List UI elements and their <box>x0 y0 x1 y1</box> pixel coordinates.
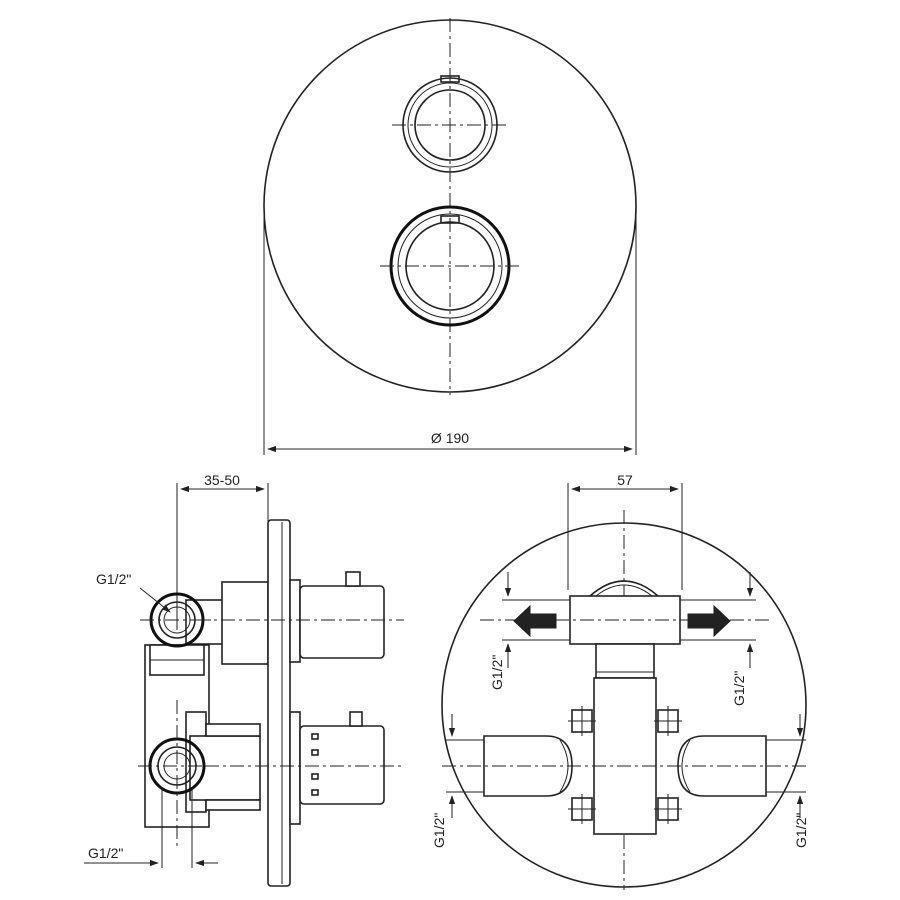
thread-label-outlet-left: G1/2" <box>489 655 505 690</box>
thread-label-inlet-right: G1/2" <box>793 813 809 848</box>
thread-label-upper: G1/2" <box>96 571 131 587</box>
back-view: 57 <box>431 472 809 890</box>
lower-knob <box>380 205 520 327</box>
thread-label-outlet-right: G1/2" <box>731 671 747 706</box>
outlet-arrow-left-icon <box>513 604 557 638</box>
lower-knob-side <box>299 711 385 805</box>
upper-knob-side <box>299 571 385 659</box>
upper-knob <box>392 75 508 173</box>
depth-label: 35-50 <box>204 472 240 488</box>
cover-plate-side <box>267 519 291 887</box>
side-view: 35-50 <box>84 472 404 887</box>
width-label: 57 <box>617 472 633 488</box>
central-body <box>568 677 682 835</box>
thread-label-inlet-left: G1/2" <box>431 813 447 848</box>
thread-label-bottom: G1/2" <box>88 845 123 861</box>
diameter-label: Ø 190 <box>431 430 469 446</box>
outlet-arrow-right-icon <box>687 604 731 638</box>
front-view: Ø 190 <box>263 18 637 455</box>
outlet-block <box>569 580 681 679</box>
lower-pipe-side <box>138 700 216 850</box>
